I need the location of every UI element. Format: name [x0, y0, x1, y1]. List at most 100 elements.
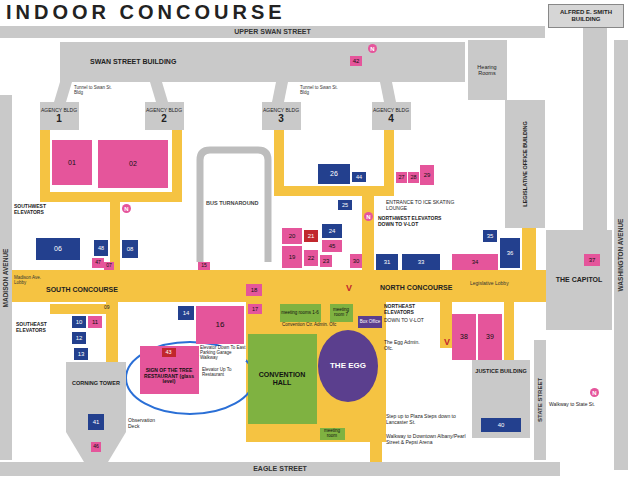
- corridor: [106, 302, 118, 364]
- node-label: 40: [498, 422, 505, 429]
- room-number: 27: [396, 172, 407, 183]
- node-label: THE EGG: [330, 362, 366, 371]
- map-label: Tunnel to Swan St. Bldg: [74, 86, 122, 96]
- node-label: 33: [418, 259, 425, 266]
- node-label: SWAN STREET BUILDING: [90, 58, 176, 66]
- node-label: AGENCY BLDG: [41, 108, 77, 114]
- node-number: 1: [56, 113, 62, 124]
- node-label: ALFRED E. SMITH BUILDING: [550, 9, 622, 22]
- map-label: BUS TURNAROUND: [206, 200, 262, 206]
- room-number: 45: [322, 240, 342, 252]
- hand-drawn-circle: [126, 342, 254, 414]
- room-number: 30: [350, 254, 362, 268]
- node-label: 10: [76, 319, 83, 326]
- room-number: 39: [478, 314, 502, 360]
- node-label: 42: [353, 58, 360, 65]
- corridor: [110, 192, 120, 270]
- node-label: 21: [308, 233, 315, 240]
- node-label: 25: [342, 202, 348, 208]
- room-number: 38: [452, 314, 476, 360]
- node-label: 19: [289, 254, 296, 261]
- node-label: SIGN OF THE TREE RESTAURANT (glass level…: [141, 368, 198, 385]
- room-number: 20: [282, 228, 302, 244]
- room-number: 47: [92, 258, 104, 268]
- building: Hearing Rooms: [468, 40, 507, 100]
- agency-building: AGENCY BLDG3: [262, 102, 301, 130]
- node-label: 18: [251, 287, 258, 294]
- node-label: MADISON AVENUE: [2, 248, 9, 307]
- node-label: LEGISLATIVE OFFICE BUILDING: [522, 121, 528, 206]
- building: THE CAPITOL37: [546, 230, 612, 330]
- marker-letter: N: [590, 388, 599, 397]
- street-band: WASHINGTON AVENUE: [614, 40, 628, 470]
- street-band: EAGLE STREET: [0, 462, 560, 476]
- room-number: 19: [282, 246, 302, 268]
- agency-building: AGENCY BLDG4: [372, 102, 411, 130]
- map-label: Step up to Plaza Steps down to Lancaster…: [386, 414, 456, 425]
- street-band: MADISON AVENUE: [0, 95, 12, 460]
- tower-block: [583, 28, 607, 230]
- node-label: WASHINGTON AVENUE: [617, 219, 624, 292]
- node-label: meeting room: [321, 429, 344, 439]
- concourse-band: [0, 270, 548, 302]
- node-label: 27: [398, 174, 404, 180]
- meeting-room: meeting room: [320, 428, 345, 440]
- map-label: NORTHWEST ELEVATORS DOWN TO V-LOT: [378, 216, 450, 227]
- map-label: Convention Ctr. Admin. Ofc: [282, 323, 346, 328]
- building: LEGISLATIVE OFFICE BUILDING: [505, 100, 545, 228]
- node-label: 45: [329, 243, 336, 250]
- map-label: V: [346, 284, 356, 294]
- room-number: 33: [402, 254, 440, 270]
- node-label: meeting room 7: [331, 308, 352, 318]
- corridor: [384, 130, 394, 186]
- street-band: UPPER SWAN STREET: [0, 26, 545, 38]
- room-number: 28: [408, 172, 419, 183]
- node-label: UPPER SWAN STREET: [234, 28, 311, 36]
- meeting-room: meeting rooms 1-6: [280, 304, 321, 322]
- node-label: 17: [252, 306, 258, 312]
- map-label: ENTRANCE TO ICE SKATING LOUNGE: [386, 200, 458, 211]
- room-number: 02: [98, 140, 168, 188]
- bus-turnaround-road: [200, 150, 268, 262]
- node-label: 15: [201, 263, 207, 269]
- map-label: Legislative Lobby: [470, 281, 514, 287]
- room-number: 48: [94, 240, 108, 256]
- room-number: 12: [72, 332, 86, 344]
- node-label: 29: [424, 172, 431, 179]
- map-label: DOWN TO V-LOT: [384, 318, 434, 324]
- node-label: 20: [289, 233, 296, 240]
- node-label: 31: [384, 259, 391, 266]
- node-label: 06: [54, 245, 62, 253]
- node-label: 26: [330, 170, 338, 178]
- room-number: 26: [318, 164, 350, 184]
- corridor: [40, 192, 182, 202]
- corridor: [362, 186, 374, 270]
- room-number: 21: [304, 230, 318, 242]
- marker-letter: N: [122, 204, 131, 213]
- map-label: Observation Deck: [128, 418, 160, 429]
- node-label: 24: [329, 228, 336, 235]
- node-label: 02: [129, 160, 137, 168]
- map-label: Madison Ave. Lobby: [14, 276, 44, 286]
- room-number: 01: [52, 140, 92, 185]
- concourse: [0, 130, 548, 462]
- map-label: The Egg Admin. Ofc.: [384, 340, 428, 351]
- convention-area: [246, 302, 386, 442]
- room-number: 46: [91, 442, 101, 452]
- map-label: SOUTH CONCOURSE: [46, 286, 126, 294]
- node-label: Hearing Rooms: [469, 64, 506, 76]
- node-label: 35: [487, 233, 494, 240]
- room-number: 18: [246, 284, 262, 296]
- node-label: 08: [127, 246, 134, 253]
- node-label: STATE STREET: [537, 378, 544, 422]
- corridor: [504, 302, 514, 360]
- node-number: 2: [161, 113, 167, 124]
- tunnel: [150, 82, 168, 102]
- node-label: 13: [78, 351, 85, 358]
- node-label: JUSTICE BUILDING: [475, 368, 526, 374]
- building: SWAN STREET BUILDING: [60, 42, 465, 82]
- tunnel: [272, 82, 288, 102]
- room-number: 16: [196, 306, 244, 344]
- box-office: Box Office: [358, 316, 382, 328]
- node-label: 16: [216, 321, 225, 330]
